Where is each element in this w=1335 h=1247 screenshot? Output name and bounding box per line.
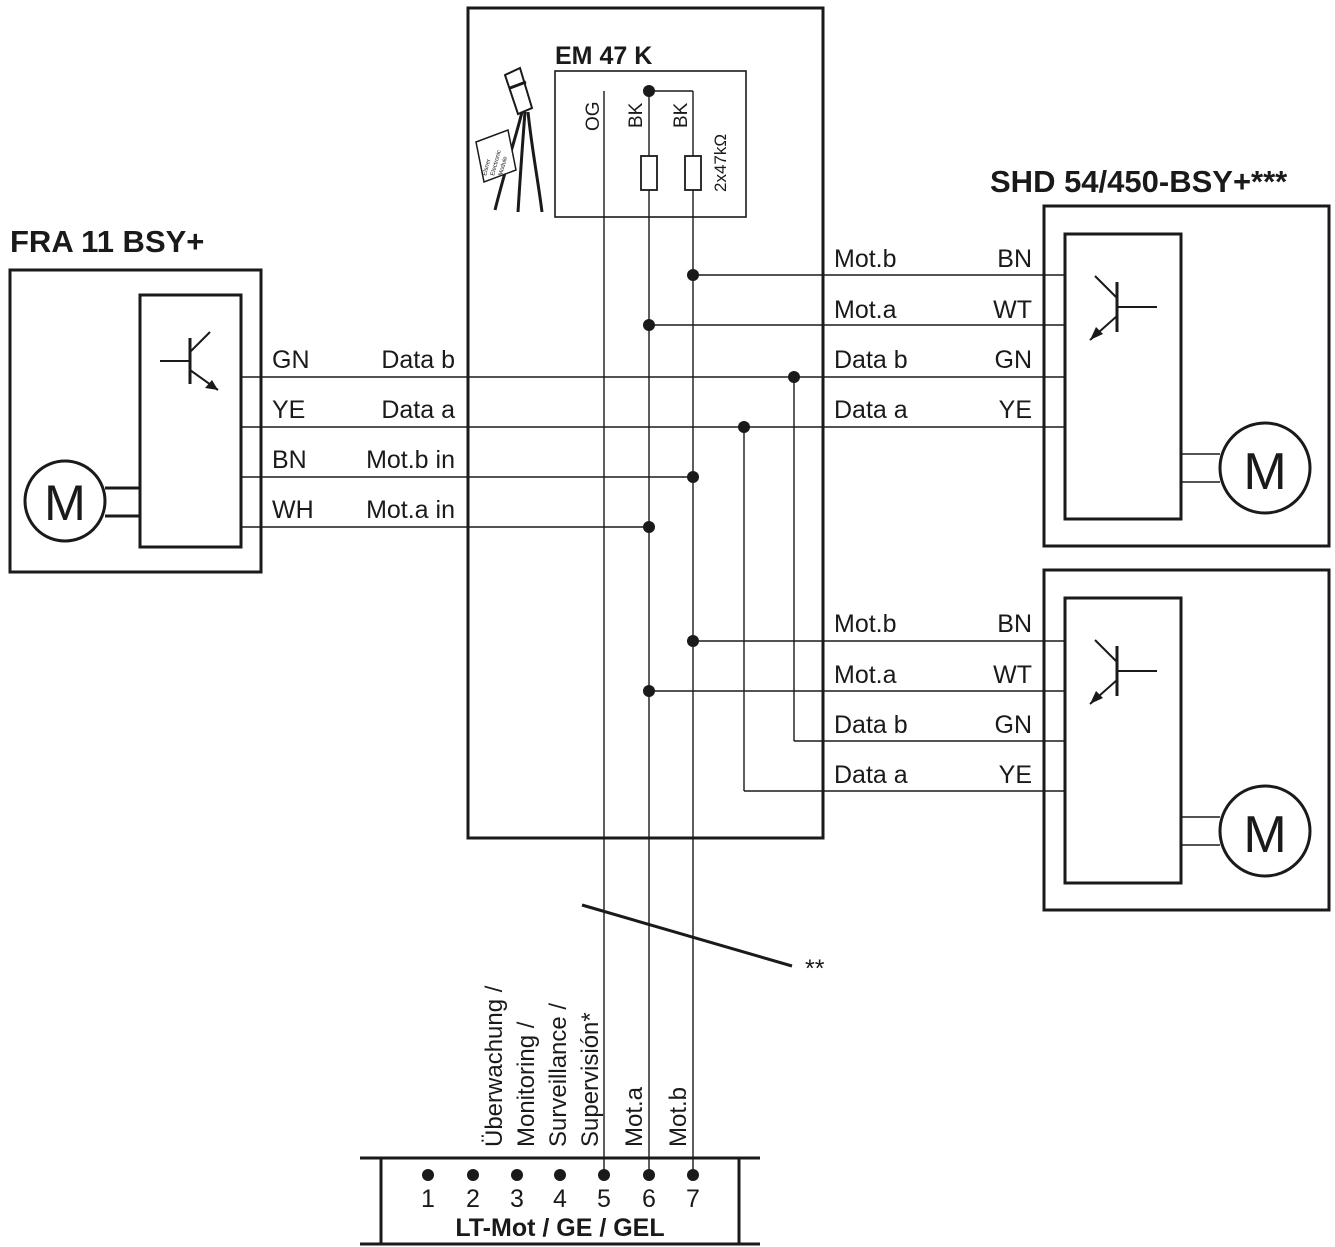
shd-wire-color: GN xyxy=(995,711,1033,739)
terminal-point xyxy=(598,1169,610,1181)
fra-wire-color: BN xyxy=(272,446,307,474)
terminal-point xyxy=(687,1169,699,1181)
shd-title: SHD 54/450-BSY+*** xyxy=(990,164,1288,199)
bk-label: BK xyxy=(671,102,692,128)
terminal-number: 1 xyxy=(421,1185,435,1213)
supervision-label: Monitoring / xyxy=(513,1021,540,1147)
shd-wire-signal: Data a xyxy=(834,396,908,424)
terminal-number: 5 xyxy=(597,1185,611,1213)
shd-wire-color: BN xyxy=(997,610,1032,638)
terminal-block: 1 2 3 4 5 6 7 LT-Mot / GE / GEL xyxy=(360,1156,760,1246)
supervision-label: Überwachung / xyxy=(481,985,508,1147)
shd-upper-electronics xyxy=(1063,232,1183,521)
fra-motor-label: M xyxy=(44,475,86,531)
shd-lower-motor-icon xyxy=(1218,784,1312,878)
shd-wire-color: GN xyxy=(995,346,1033,374)
sticker-text: Elsner xyxy=(482,159,492,177)
fra-device: FRA 11 BSY+ M xyxy=(8,224,263,574)
shd-upper-enclosure xyxy=(1042,204,1331,548)
mot-b-label: Mot.b xyxy=(665,1087,692,1147)
shd-wire-signal: Mot.b xyxy=(834,610,897,638)
shd-upper-transistor-icon xyxy=(1089,275,1157,341)
shd-lower-motor-label: M xyxy=(1243,806,1286,864)
shd-lower-transistor-icon xyxy=(1089,639,1157,705)
em-device: EM 47 K OG BK BK 2x47kΩ Elsner Electroni… xyxy=(466,6,825,840)
module-sketch-icon: Elsner Electronic Module xyxy=(475,66,544,213)
fra-wire-color: GN xyxy=(272,346,310,374)
terminal-number: 7 xyxy=(686,1185,700,1213)
resistor-icon xyxy=(684,155,702,191)
terminal-number: 2 xyxy=(466,1185,480,1213)
cable-marker xyxy=(581,903,793,968)
shd-wire-color: WT xyxy=(993,296,1032,324)
mot-a-label: Mot.a xyxy=(621,1086,648,1147)
terminal-number: 6 xyxy=(642,1185,656,1213)
shd-wire-color: WT xyxy=(993,661,1032,689)
terminal-number: 3 xyxy=(510,1185,524,1213)
em-bus xyxy=(603,91,800,1175)
shd-upper-motor-label: M xyxy=(1243,443,1286,501)
supervision-label: Surveillance / xyxy=(545,1003,572,1147)
shd-upper-motor-icon xyxy=(1218,421,1312,515)
terminal-point xyxy=(554,1169,566,1181)
fra-wire-color: YE xyxy=(272,396,305,424)
shd-wire-color: YE xyxy=(999,761,1032,789)
shd-wire-signal: Data a xyxy=(834,761,908,789)
shd-wire-signal: Data b xyxy=(834,346,908,374)
terminal-title: LT-Mot / GE / GEL xyxy=(455,1214,664,1242)
bk-label: BK xyxy=(626,102,647,128)
cable-note: ** xyxy=(805,955,825,983)
terminal-point xyxy=(643,1169,655,1181)
shd-upper-device: SHD 54/450-BSY+*** M Mot.b BN Mot.a WT D… xyxy=(649,164,1331,548)
terminal-point xyxy=(511,1169,523,1181)
shd-wire-signal: Mot.a xyxy=(834,296,897,324)
shd-wire-color: BN xyxy=(997,245,1032,273)
em-module-box xyxy=(554,70,747,218)
em-title: EM 47 K xyxy=(555,42,652,70)
terminal-number: 4 xyxy=(553,1185,567,1213)
shd-wire-signal: Mot.a xyxy=(834,661,897,689)
sticker-text: Module xyxy=(498,155,509,176)
shd-wire-color: YE xyxy=(999,396,1032,424)
resistor-icon xyxy=(640,155,658,191)
og-label: OG xyxy=(583,101,604,131)
shd-lower-enclosure xyxy=(1042,568,1331,912)
fra-wire-signal: Data a xyxy=(381,396,455,424)
resistor-label: 2x47kΩ xyxy=(711,134,730,192)
terminal-point xyxy=(467,1169,479,1181)
terminal-labels: Überwachung / Monitoring / Surveillance … xyxy=(481,985,692,1147)
shd-lower-device: M Mot.b BN Mot.a WT Data b GN Data a YE xyxy=(649,568,1331,912)
fra-wire-color: WH xyxy=(272,496,314,524)
fra-transistor-icon xyxy=(160,331,219,391)
fra-wiring: GN Data b YE Data a BN Mot.b in WH Mot.a… xyxy=(241,346,1065,528)
fra-enclosure xyxy=(8,268,263,574)
fra-title: FRA 11 BSY+ xyxy=(10,224,204,259)
supervision-label: Supervisión* xyxy=(577,1012,604,1147)
terminal-point xyxy=(422,1169,434,1181)
fra-wire-signal: Data b xyxy=(381,346,455,374)
fra-wire-signal: Mot.a in xyxy=(366,496,455,524)
em-housing xyxy=(466,6,825,840)
fra-motor-icon xyxy=(23,459,107,543)
fra-wire-signal: Mot.b in xyxy=(366,446,455,474)
fra-electronics xyxy=(138,293,243,549)
shd-wire-signal: Mot.b xyxy=(834,245,897,273)
shd-wire-signal: Data b xyxy=(834,711,908,739)
shd-lower-electronics xyxy=(1063,596,1183,885)
